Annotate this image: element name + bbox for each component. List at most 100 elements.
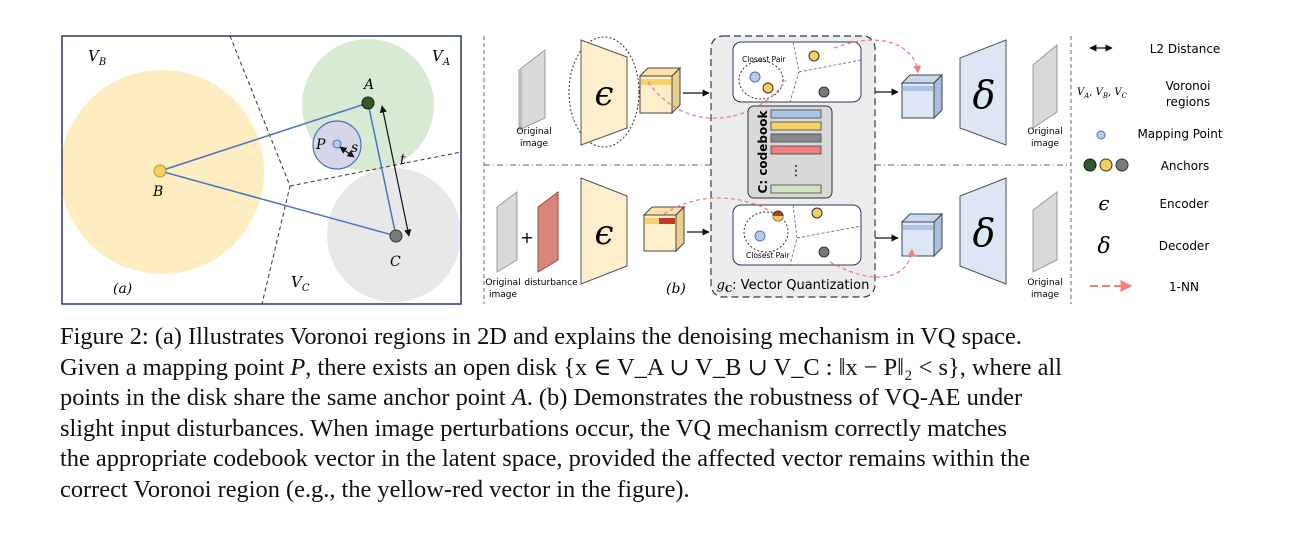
- nn-curve-bottom-2: [829, 248, 916, 278]
- decoder-symbol-bottom: δ: [973, 211, 996, 255]
- caption-line-4: slight input disturbances. When image pe…: [60, 414, 1008, 442]
- codebook-row: [770, 133, 822, 143]
- legend-label-mapping-point: Mapping Point: [1137, 127, 1222, 141]
- anchor-a: [361, 96, 375, 110]
- decoder-top: [959, 39, 1007, 146]
- label-point-c: C: [390, 254, 401, 270]
- decoder-bottom: [959, 177, 1007, 285]
- encoder-symbol-bottom: ϵ: [594, 213, 613, 253]
- label-point-b: B: [152, 184, 163, 200]
- output-label-top-2: image: [1031, 139, 1059, 149]
- codebook: C: codebook ⋮: [747, 105, 833, 199]
- legend: L2 Distance VA, VB, VC Voronoi regions M…: [1077, 42, 1223, 294]
- nn-curve-top: [647, 79, 787, 119]
- mapping-point-bottom: [754, 230, 766, 242]
- open-disk-formula: {x ∈ V_A ∪ V_B ∪ V_C : ‖x − P‖₂ < s}: [563, 353, 960, 381]
- anchor-c: [389, 229, 403, 243]
- output-image-top: [1032, 43, 1058, 129]
- encoder-top: [580, 39, 628, 146]
- panel-a: VB VA VC A B C P s t (a): [61, 35, 462, 305]
- vq-label: gC: Vector Quantization: [717, 278, 870, 295]
- caption-line-3: points in the disk share the same anchor…: [60, 384, 1023, 412]
- disturbance-image: [537, 191, 559, 273]
- panel-a-frame: [61, 35, 462, 305]
- codebook-row: [770, 121, 822, 131]
- voronoi-line-top: [789, 41, 862, 103]
- point-p: [332, 139, 342, 149]
- encoder-symbol-top: ϵ: [594, 74, 613, 114]
- codebook-row: [770, 109, 822, 119]
- input-image-top: [518, 48, 546, 131]
- legend-label-voronoi-2: regions: [1166, 95, 1210, 109]
- decoder-symbol-top: δ: [973, 73, 996, 117]
- input-label-bottom-2: image: [489, 290, 517, 300]
- input-image-bottom: [496, 191, 518, 273]
- voronoi-boundary: [289, 151, 461, 187]
- plus-sign: +: [520, 228, 533, 247]
- codebook-label: C: codebook: [756, 110, 770, 194]
- legend-label-anchors: Anchors: [1161, 159, 1210, 173]
- disturbance-label: disturbance: [524, 278, 578, 288]
- legend-symbol-voronoi: VA, VB, VC: [1077, 87, 1128, 100]
- anchor-yellow-top: [762, 82, 774, 94]
- panel-b: Original image ϵ Closest Pair: [483, 35, 1072, 304]
- label-va: VA: [432, 47, 450, 68]
- legend-symbol-mapping-point: [1096, 130, 1106, 140]
- voronoi-box-top: [732, 41, 862, 103]
- legend-label-1nn: 1-NN: [1169, 280, 1199, 294]
- anchor-b: [153, 164, 167, 178]
- input-label-top-1: Original: [516, 127, 551, 137]
- caption-line-6: correct Voronoi region (e.g., the yellow…: [60, 475, 690, 503]
- legend-label-decoder: Decoder: [1159, 239, 1210, 253]
- output-cube-bottom: [900, 212, 944, 258]
- caption-line-2: Given a mapping point P, there exists an…: [60, 353, 1062, 381]
- closest-pair-ring-top: [738, 60, 784, 100]
- mapping-point-top: [749, 71, 761, 83]
- anchor-yellow2-top: [808, 50, 820, 62]
- output-label-top-1: Original: [1027, 127, 1062, 137]
- label-t: t: [400, 152, 406, 168]
- s-arrow: [339, 146, 355, 158]
- anchor-yellow-red: [772, 210, 784, 222]
- anchor-gray-top: [818, 86, 830, 98]
- encoder-group-top: [568, 36, 640, 148]
- output-label-bottom-1: Original: [1027, 278, 1062, 288]
- legend-label-voronoi-1: Voronoi: [1166, 79, 1211, 93]
- legend-label-l2: L2 Distance: [1150, 42, 1221, 56]
- panel-b-label: (b): [666, 281, 686, 297]
- nn-curve-top-2: [833, 39, 922, 74]
- label-s: s: [351, 140, 358, 156]
- codebook-dots: ⋮: [789, 163, 803, 179]
- figure-2: VB VA VC A B C P s t (a) Original image …: [61, 35, 1223, 305]
- output-image-bottom: [1032, 191, 1058, 273]
- caption-line-5: the appropriate codebook vector in the l…: [60, 445, 1031, 473]
- encoder-bottom: [580, 177, 628, 285]
- codebook-row: [770, 145, 822, 155]
- latent-cube-bottom: [642, 205, 686, 253]
- input-label-bottom-1: Original: [485, 278, 520, 288]
- codebook-row: [770, 184, 822, 194]
- latent-cube-top: [638, 66, 682, 115]
- legend-symbol-decoder: δ: [1097, 234, 1110, 259]
- anchor-gray-bottom: [818, 246, 830, 258]
- figure-caption: Figure 2: (a) Illustrates Voronoi region…: [60, 322, 1255, 506]
- closest-pair-label-top: Closest Pair: [742, 55, 787, 64]
- anchor-yellow-bottom: [811, 207, 823, 219]
- bottom-row: + Original image disturbance ϵ Closest P…: [485, 177, 1063, 300]
- legend-symbol-anchors: [1083, 158, 1129, 172]
- legend-label-encoder: Encoder: [1159, 197, 1208, 211]
- caption-line-1: Figure 2: (a) Illustrates Voronoi region…: [60, 323, 1022, 350]
- label-point-a: A: [362, 77, 374, 93]
- panel-a-label: (a): [113, 281, 132, 297]
- input-image-top-edge: [519, 68, 522, 130]
- t-arrow: [379, 105, 412, 237]
- input-label-top-2: image: [520, 139, 548, 149]
- legend-symbol-encoder: ϵ: [1098, 191, 1109, 215]
- closest-pair-ring-bottom: [743, 211, 789, 253]
- output-label-bottom-2: image: [1031, 290, 1059, 300]
- output-cube-top: [900, 73, 944, 120]
- label-vb: VB: [88, 47, 106, 68]
- label-vc: VC: [291, 273, 310, 294]
- closest-pair-label-bottom: Closest Pair: [746, 251, 791, 260]
- label-point-p: P: [315, 137, 326, 153]
